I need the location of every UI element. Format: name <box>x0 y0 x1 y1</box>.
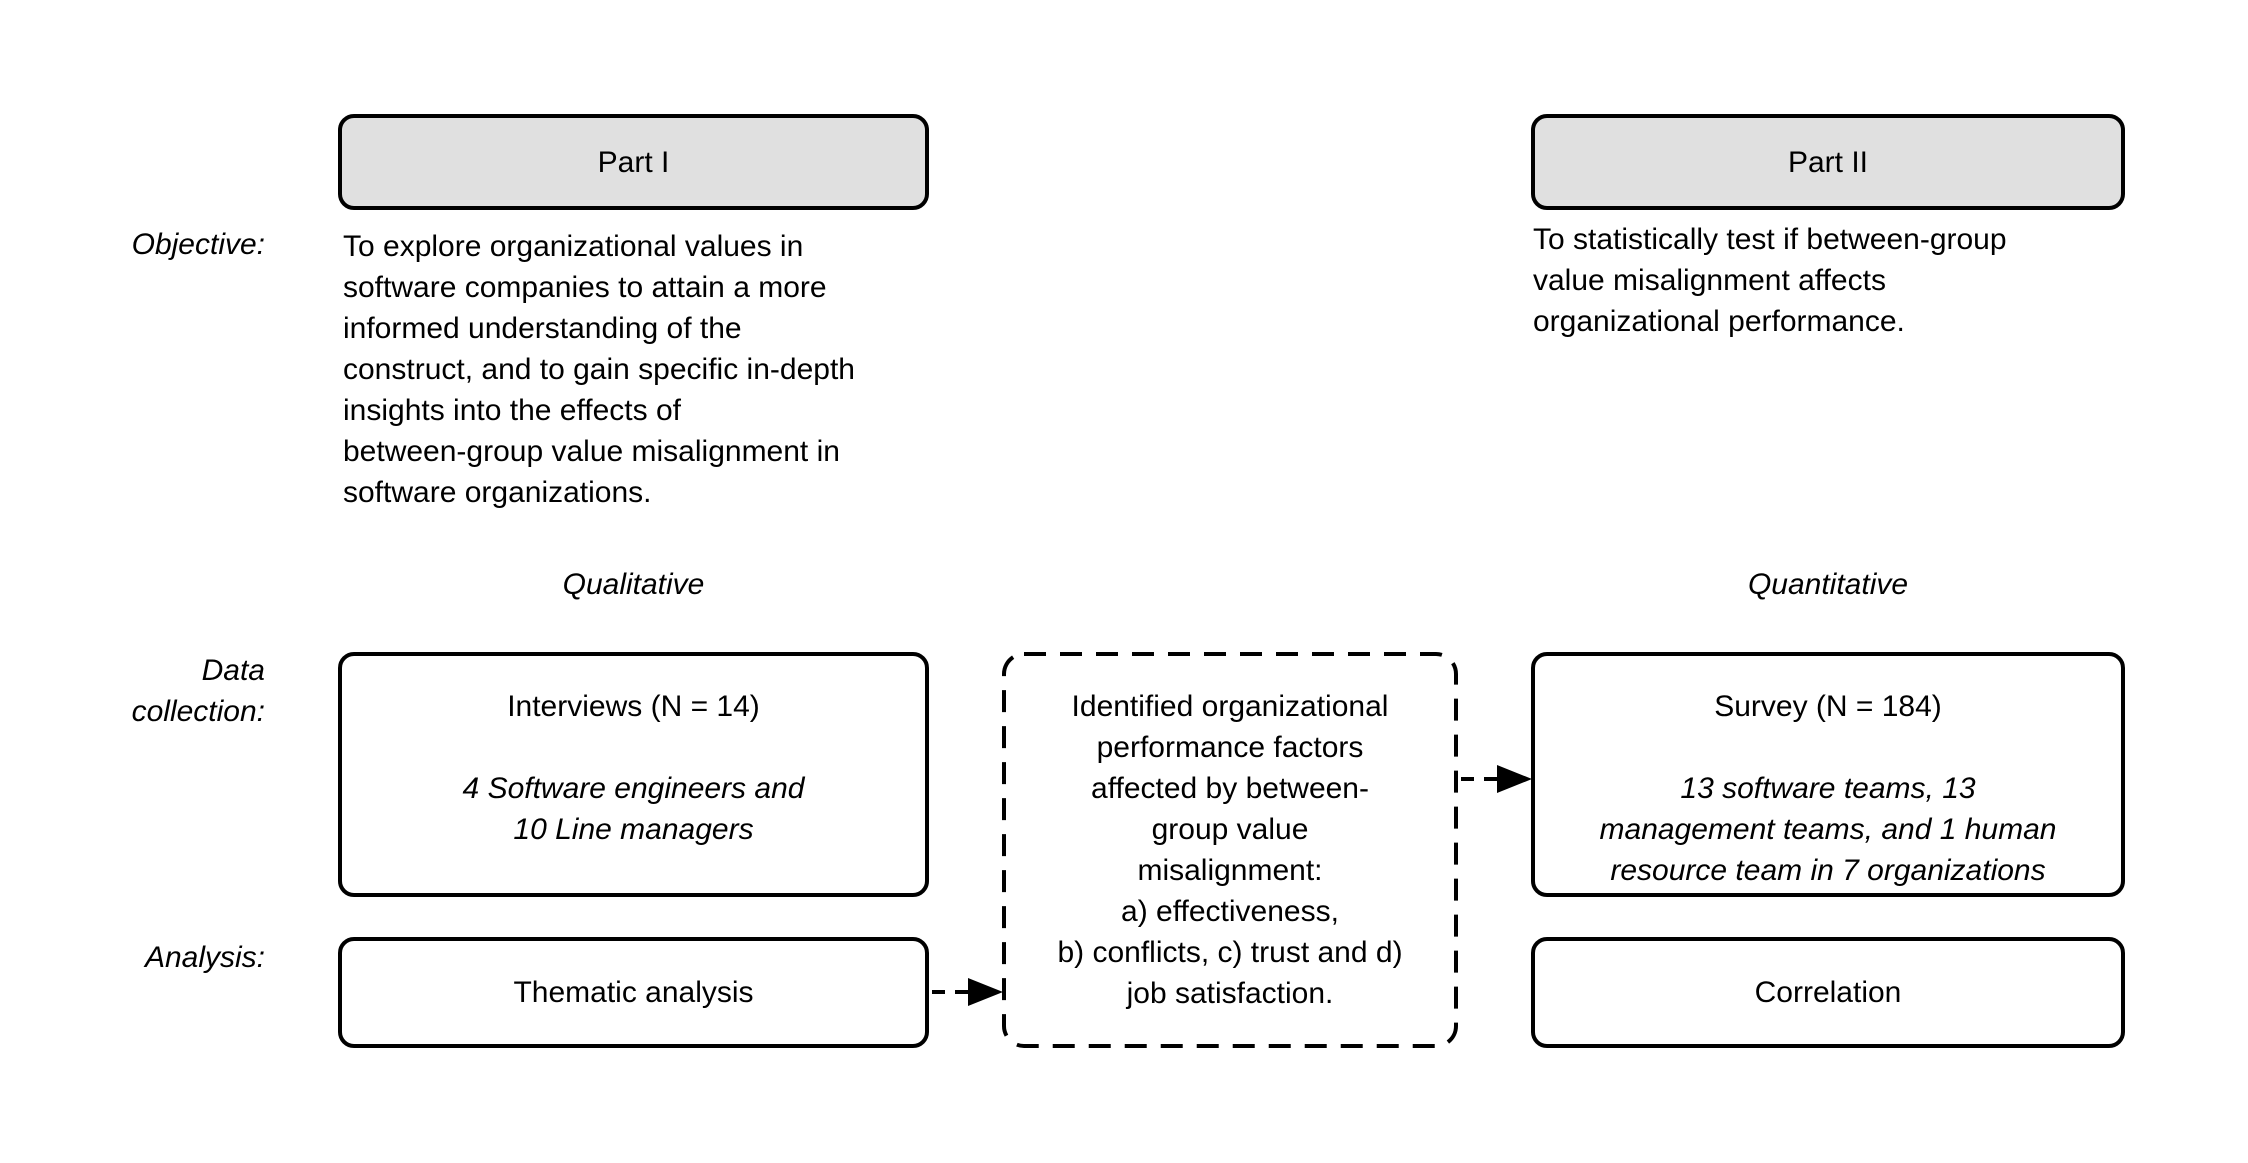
survey-title: Survey (N = 184) <box>1714 690 1942 723</box>
arrowhead-right-icon <box>1497 765 1532 793</box>
data-collection-row-label: Data collection: <box>131 654 265 728</box>
part1-objective-text: To explore organizational values in soft… <box>343 230 855 509</box>
correlation-box: Correlation <box>1531 937 2125 1048</box>
thematic-analysis-label: Thematic analysis <box>513 976 754 1009</box>
part1-header-label: Part I <box>597 145 670 179</box>
arrow-thematic-to-note <box>932 978 1003 1006</box>
part2-header-label: Part II <box>1787 145 1869 179</box>
survey-detail: 13 software teams, 13 management teams, … <box>1599 772 2057 887</box>
interviews-box: Interviews (N = 14) 4 Software engineers… <box>338 652 929 897</box>
arrowhead-right-icon <box>968 978 1003 1006</box>
correlation-label: Correlation <box>1754 976 1902 1009</box>
thematic-analysis-box: Thematic analysis <box>338 937 929 1048</box>
objective-row-label: Objective: <box>131 228 265 261</box>
interviews-title: Interviews (N = 14) <box>507 690 760 723</box>
part2-header-box: Part II <box>1531 114 2125 210</box>
arrow-note-to-survey <box>1461 765 1532 793</box>
survey-box: Survey (N = 184) 13 software teams, 13 m… <box>1531 652 2125 897</box>
qualitative-label: Qualitative <box>562 568 705 601</box>
part2-objective-text: To statistically test if between-group v… <box>1533 223 2007 338</box>
interviews-detail: 4 Software engineers and 10 Line manager… <box>462 772 805 846</box>
linking-note-text: Identified organizational performance fa… <box>1057 690 1403 1010</box>
quantitative-label: Quantitative <box>1747 568 1909 601</box>
part1-header-box: Part I <box>338 114 929 210</box>
analysis-row-label: Analysis: <box>144 941 265 974</box>
